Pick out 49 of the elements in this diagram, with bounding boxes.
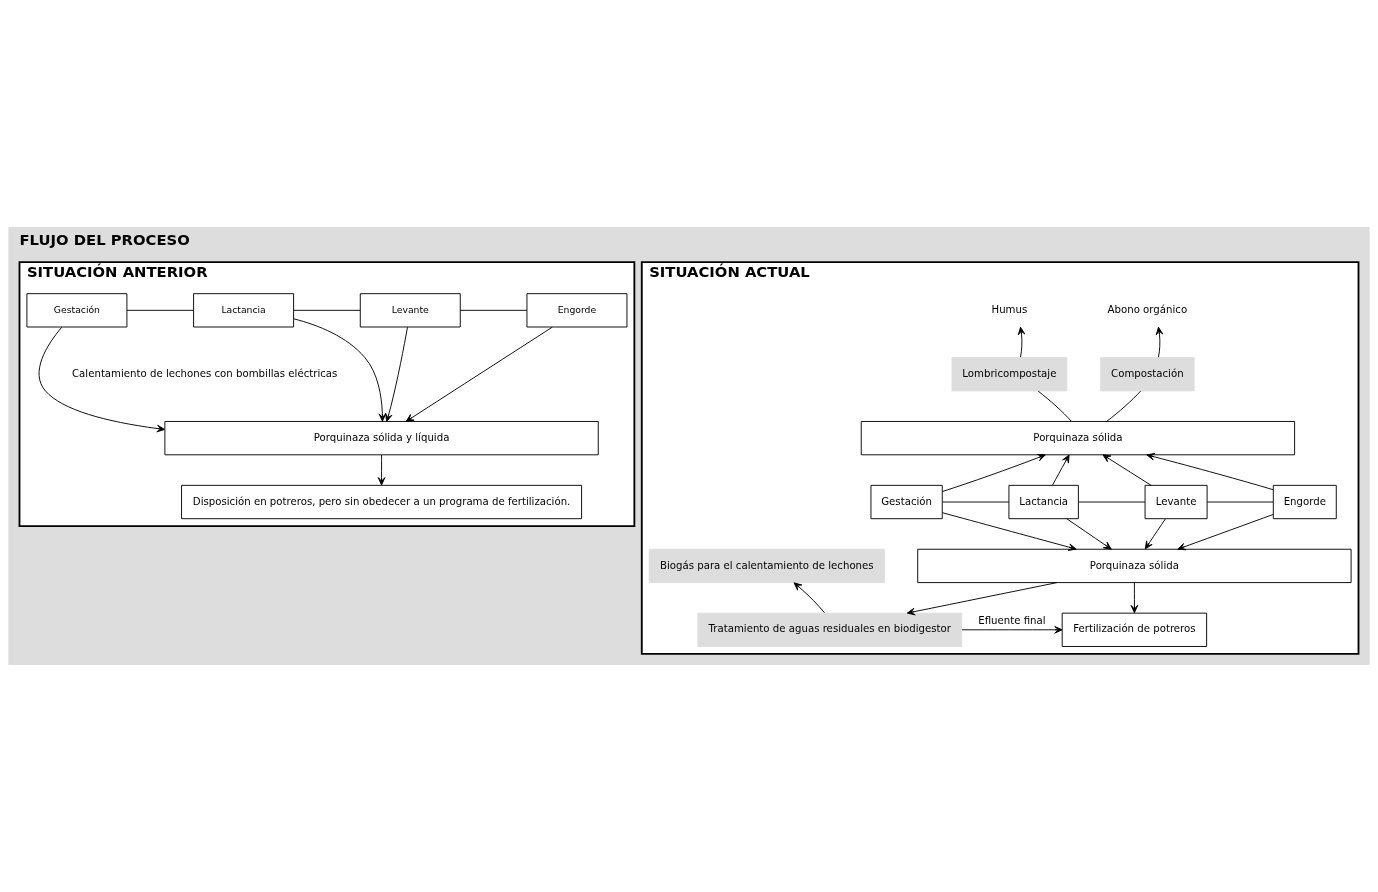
arrow [1130,582,1139,614]
node-box: Porquinaza sólida y líquida [164,421,599,456]
node-text: Abono orgánico [1107,303,1188,315]
node-box: Engorde [526,293,628,328]
arrow [385,326,408,422]
arrow [1155,326,1164,358]
node-box: Levante [359,293,461,328]
node-box: Lactancia [1008,484,1079,520]
arrow [293,318,387,422]
arrow [942,512,1077,551]
arrow [1052,454,1070,486]
node-box: Gestación [26,293,128,328]
arrow [377,454,386,486]
arrow [961,626,1063,634]
connector [942,501,1010,503]
node-box: Levante [1144,484,1208,520]
arrow [793,582,825,614]
node-box: Porquinaza sólida [917,548,1352,584]
arrow [1066,518,1112,550]
arrow [1177,514,1274,551]
diagram-title: FLUJO DEL PROCESO [19,231,190,249]
arrow [38,326,166,433]
node-box: Lombricompostaje [951,357,1068,392]
node-box: Engorde [1272,484,1337,520]
arrow [405,326,553,422]
connector [293,309,361,311]
arrow [942,454,1046,492]
connector [1106,390,1142,422]
node-box: Fertilización de potreros [1061,612,1208,647]
arrow [1102,454,1152,486]
connector [1078,501,1146,503]
connector [1037,390,1072,422]
connector [1206,501,1274,503]
node-box: Tratamiento de aguas residuales en biodigestor [697,612,963,647]
arrow [1144,518,1166,550]
arrow [906,582,1058,616]
edge-label: Efluente final [978,615,1046,627]
node-box: Gestación [870,484,943,520]
node-box: Porquinaza sólida [860,421,1296,456]
arrow [1017,326,1026,358]
connector [459,309,528,311]
connector [126,309,194,311]
node-box: Compostación [1100,357,1195,392]
arrow [1146,453,1274,491]
node-box: Biogás para el calentamiento de lechones [648,548,885,584]
node-text: Humus [991,303,1028,315]
node-box: Disposición en potreros, pero sin obedecer a un programa de fertilización. [181,484,583,520]
node-box: Lactancia [193,293,295,328]
label: Calentamiento de lechones con bombillas eléctricas [72,367,338,379]
